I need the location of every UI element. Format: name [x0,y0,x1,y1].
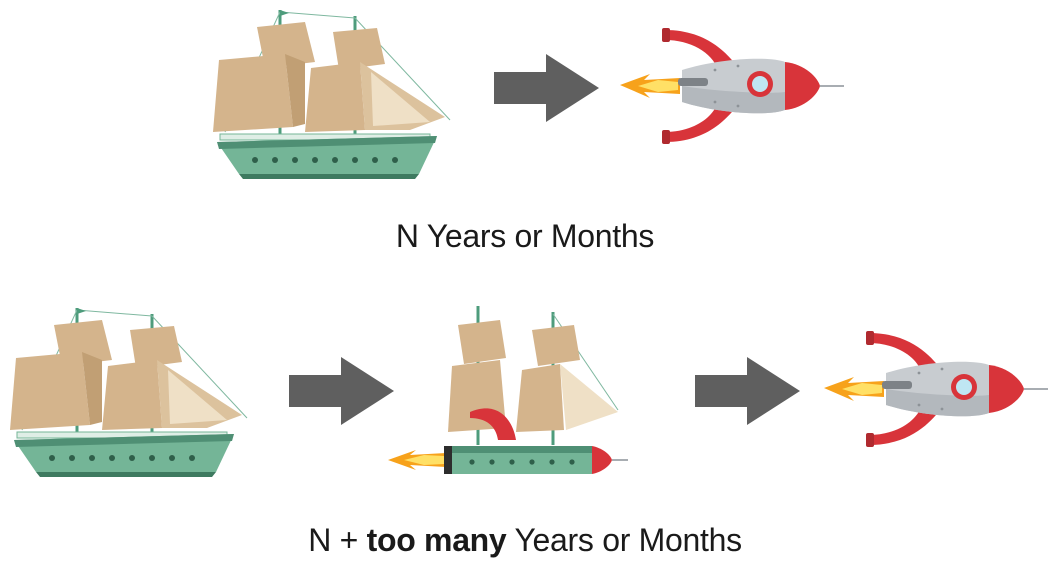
arrow-right-icon [289,357,394,425]
ship-rocket-hybrid-icon [388,304,630,476]
bottom-arrow-2 [695,357,800,425]
rocket-icon [620,27,845,145]
arrow-right-icon [494,54,599,122]
caption-emphasis: too many [366,522,507,558]
ship-rocket-hybrid [388,304,630,476]
bottom-arrow-1 [289,357,394,425]
caption-suffix: Years or Months [506,522,742,558]
bottom-rocket [824,330,1049,448]
arrow-right-icon [695,357,800,425]
bottom-caption: N + too many Years or Months [0,522,1050,559]
sailing-ship-icon [8,306,249,479]
caption-prefix: N + [308,522,367,558]
rocket-icon [824,330,1049,448]
top-rocket [620,27,845,145]
bottom-sailing-ship [8,306,249,479]
top-caption: N Years or Months [395,218,655,254]
top-arrow [494,54,599,122]
sailing-ship-icon [211,8,452,181]
top-sailing-ship [211,8,452,181]
